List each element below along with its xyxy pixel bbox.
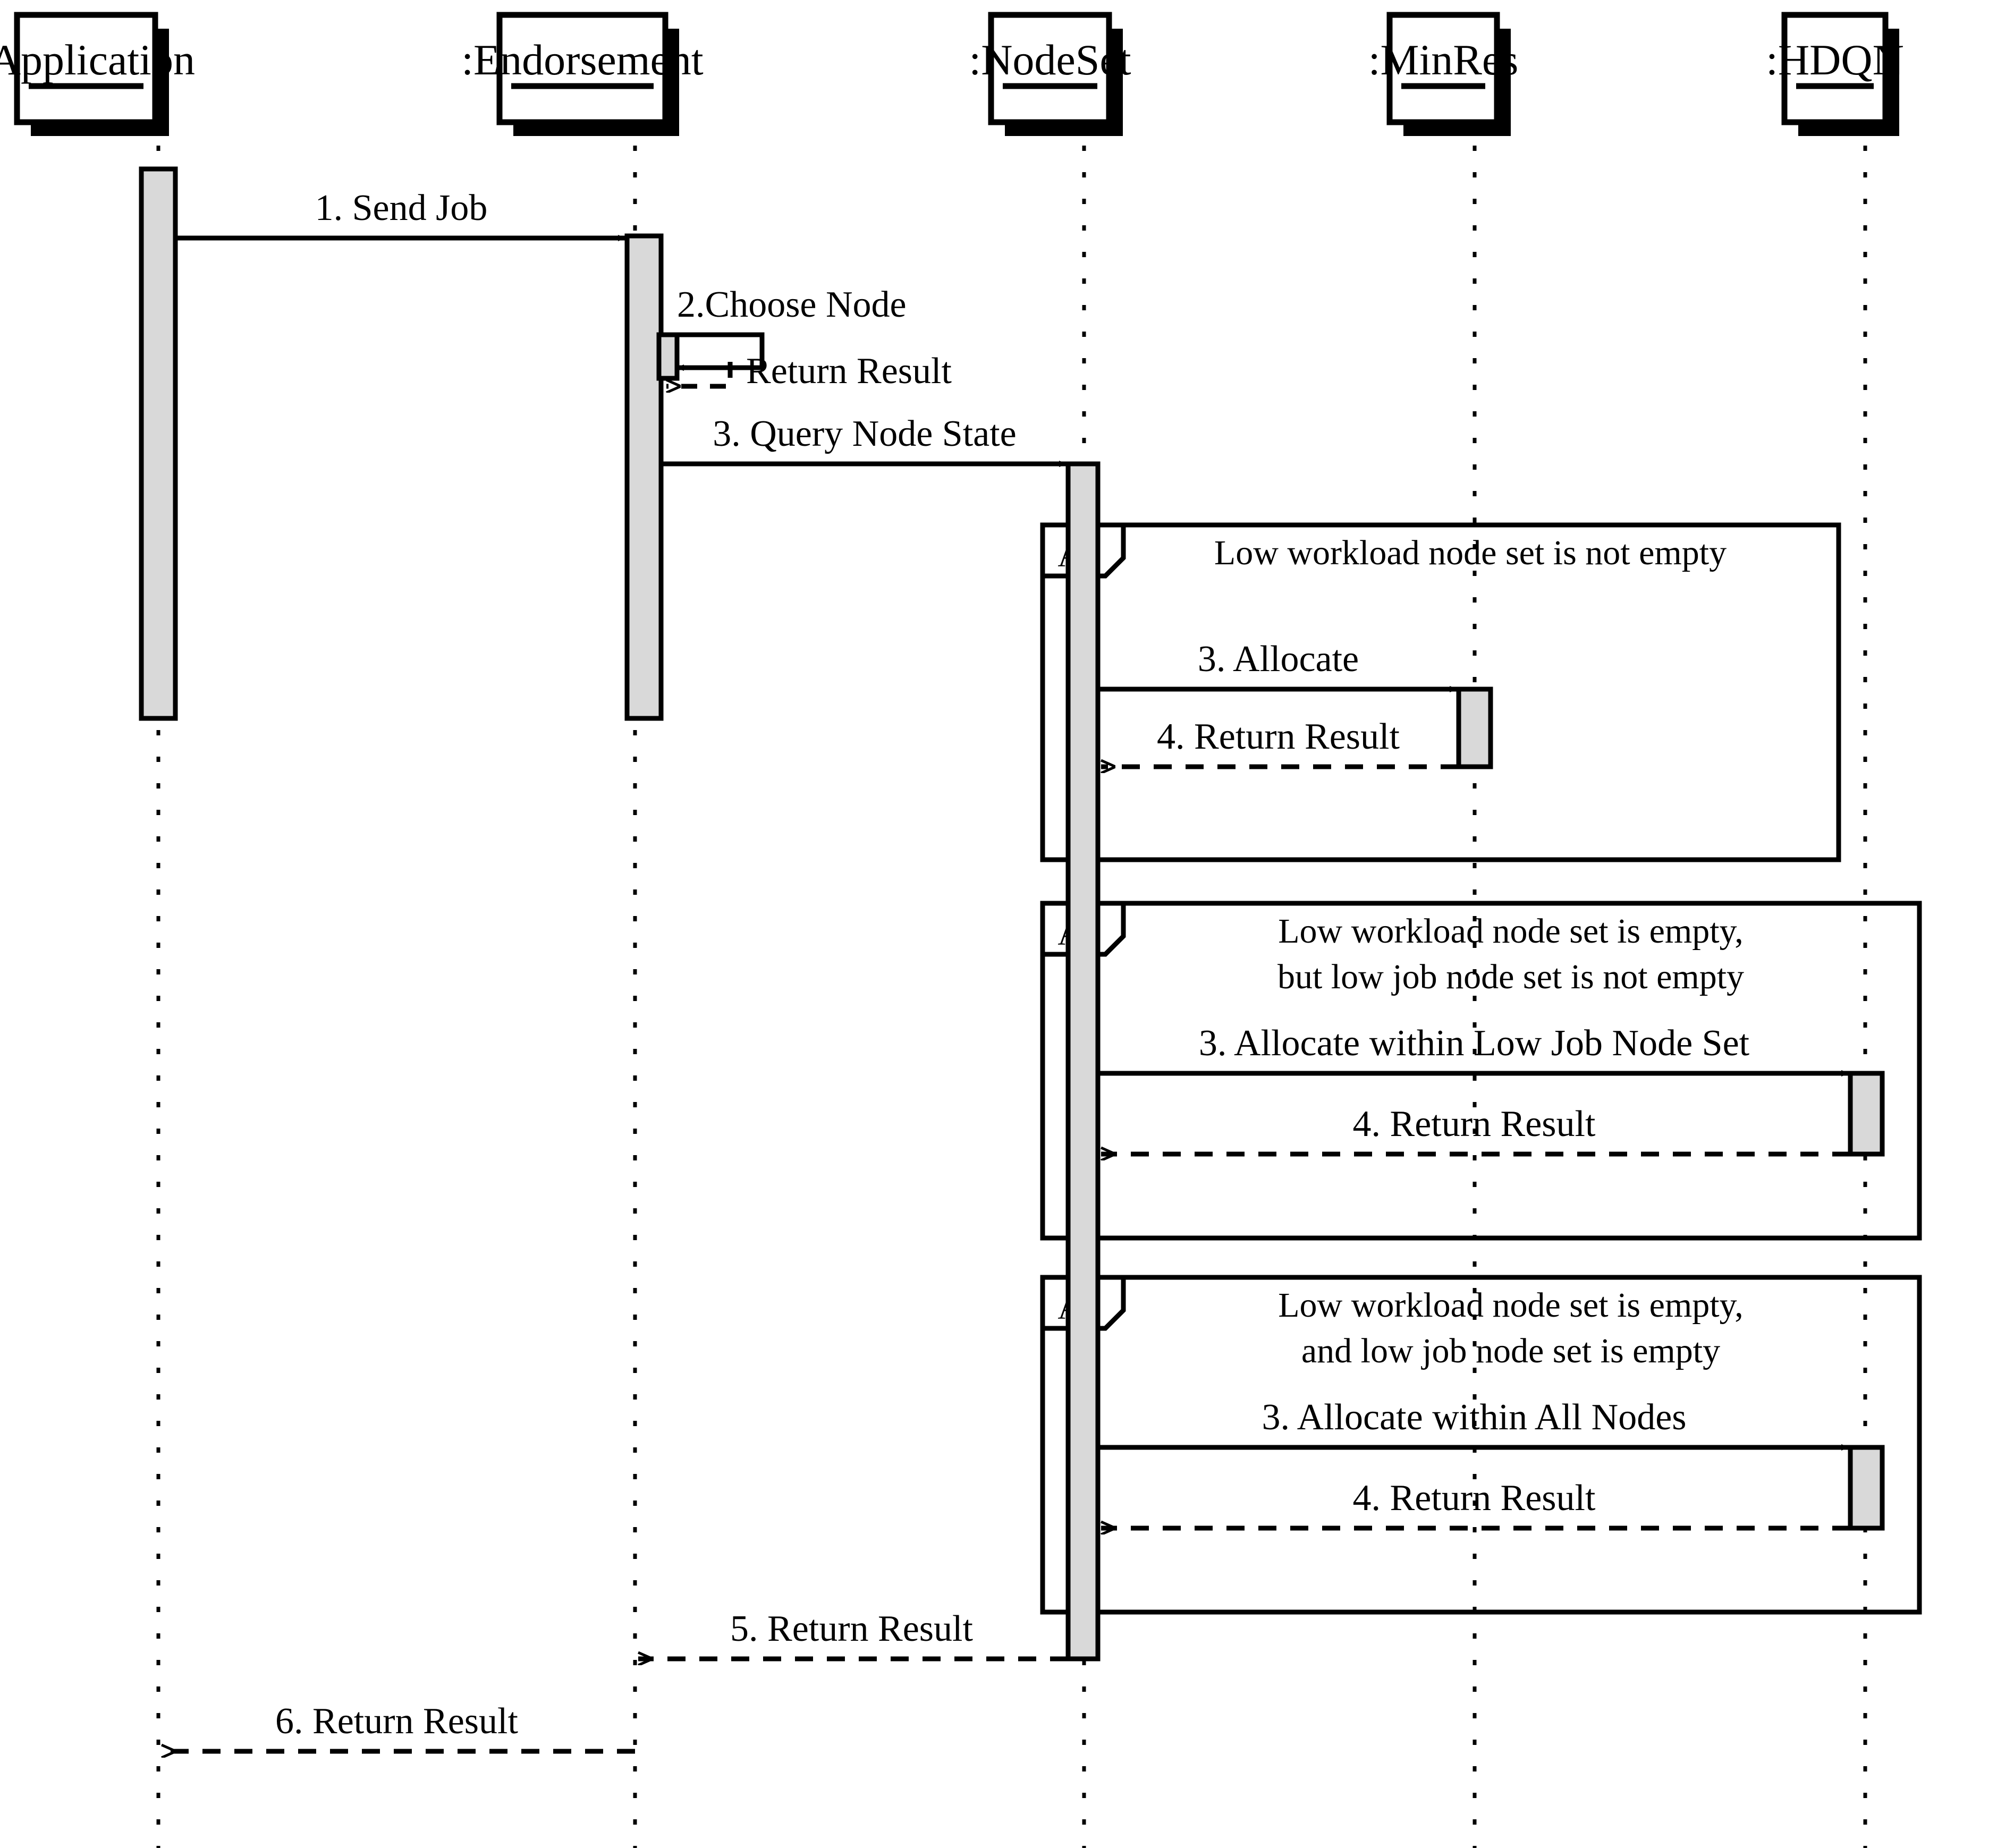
lifeline-name: :Application (0, 36, 195, 84)
message-label: 2.Choose Node (677, 284, 907, 325)
message-label: Return Result (746, 351, 952, 392)
message-m2r: Return Result (666, 351, 952, 392)
message-m3: 3. Query Node State (661, 413, 1067, 467)
lifeline-name: :MinRes (1368, 36, 1518, 84)
activation-bar-hdqn (1848, 1071, 1885, 1157)
lifeline-name: :Endorsement (461, 36, 704, 84)
message-m9: 4. Return Result (1101, 1478, 1850, 1528)
message-label: 3. Allocate within Low Job Node Set (1199, 1023, 1750, 1064)
activation-bar-endorsement (624, 233, 664, 721)
message-label: 3. Allocate (1198, 639, 1359, 680)
message-label: 3. Query Node State (713, 413, 1017, 454)
fragment-alt-2: AltLow workload node set is empty,but lo… (1040, 901, 1922, 1241)
lifeline-head-box (988, 12, 1112, 125)
lifeline-head-box (1386, 12, 1500, 125)
fragment-guard-line: and low job node set is empty (1301, 1332, 1720, 1370)
lifeline-head-box (14, 12, 158, 125)
message-m6: 3. Allocate within Low Job Node Set (1098, 1023, 1849, 1076)
lifeline-head-hdqn[interactable]: :HDQN (1766, 12, 1904, 136)
message-m2: 2.Choose Node (661, 284, 907, 371)
lifeline-head-minres[interactable]: :MinRes (1368, 12, 1518, 136)
fragment-alt-3: AltLow workload node set is empty,and lo… (1040, 1275, 1922, 1615)
message-m8: 3. Allocate within All Nodes (1098, 1397, 1849, 1451)
lifeline-head-endorsement[interactable]: :Endorsement (461, 12, 704, 136)
message-label: 4. Return Result (1157, 716, 1400, 757)
message-label: 4. Return Result (1353, 1478, 1596, 1519)
fragment-guard-line: but low job node set is not empty (1277, 957, 1744, 996)
self-message-line (661, 332, 765, 371)
fragment-alt-1: AltLow workload node set is not empty (1040, 522, 1841, 862)
message-label: 1. Send Job (315, 188, 488, 228)
message-label: 6. Return Result (275, 1701, 518, 1742)
fragment-guard-line: Low workload node set is empty, (1278, 912, 1744, 951)
lifeline-head-application[interactable]: :Application (0, 12, 195, 136)
lifeline-name: :NodeSet (969, 36, 1131, 84)
message-m4: 3. Allocate (1098, 639, 1458, 692)
fragment-guard-line: Low workload node set is empty, (1278, 1286, 1744, 1325)
lifeline-head-box (1781, 12, 1889, 125)
message-m5: 4. Return Result (1101, 716, 1459, 767)
lifeline-head-nodeset[interactable]: :NodeSet (969, 12, 1131, 136)
activation-bar-hdqn (1848, 1445, 1885, 1531)
message-label: 5. Return Result (730, 1608, 973, 1649)
activation-bar-nodeset (1065, 461, 1101, 1661)
message-m7: 4. Return Result (1101, 1104, 1850, 1154)
message-m10: 5. Return Result (638, 1608, 1068, 1659)
self-return-line (666, 362, 733, 386)
activation-bar-application (139, 166, 178, 721)
message-label: 4. Return Result (1353, 1104, 1596, 1145)
activation-bar-minres (1456, 686, 1493, 769)
message-m1: 1. Send Job (175, 188, 626, 241)
message-label: 3. Allocate within All Nodes (1262, 1397, 1686, 1438)
fragment-guard-line: Low workload node set is not empty (1214, 533, 1727, 572)
message-m11: 6. Return Result (162, 1701, 635, 1751)
activation-bar-endorsement (656, 332, 680, 381)
lifeline-name: :HDQN (1766, 36, 1904, 84)
lifeline-head-box (496, 12, 669, 125)
